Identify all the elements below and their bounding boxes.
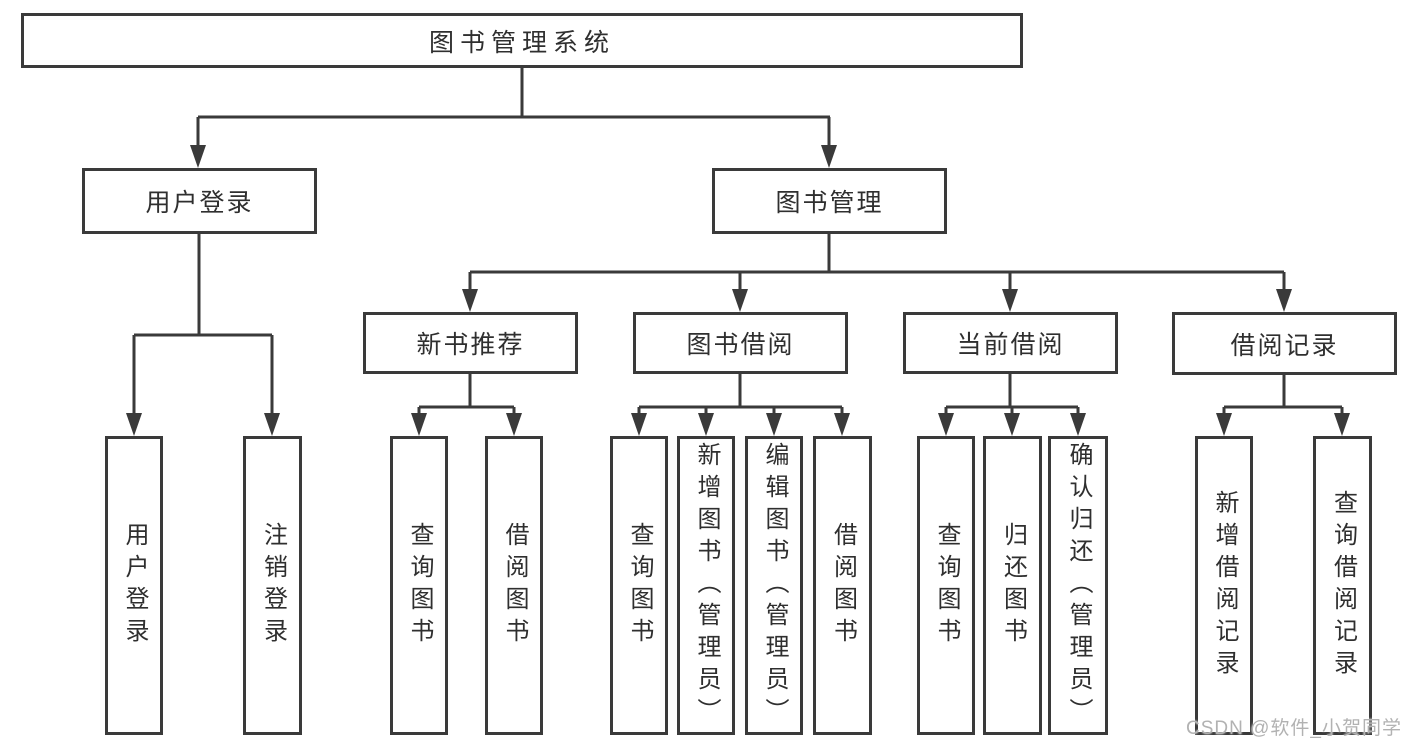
node-book-management: 图书管理 [712, 168, 947, 234]
leaf-cb-confirm-return-admin: 确认归还（管理员） [1048, 436, 1108, 735]
leaf-nbr-borrow-books: 借阅图书 [485, 436, 543, 735]
node-borrow-records: 借阅记录 [1172, 312, 1397, 375]
leaf-bb-borrow-books: 借阅图书 [813, 436, 872, 735]
node-borrow-records-label: 借阅记录 [1230, 331, 1339, 360]
node-book-management-label: 图书管理 [775, 189, 884, 217]
leaf-br-add-record: 新增借阅记录 [1195, 436, 1253, 735]
leaf-cb-confirm-return-admin-label: 确认归还（管理员） [1065, 441, 1092, 730]
node-root-label: 图书管理系统 [428, 28, 615, 57]
leaf-bb-borrow-books-label: 借阅图书 [829, 521, 857, 650]
leaf-br-query-record: 查询借阅记录 [1313, 436, 1372, 735]
node-user-login: 用户登录 [82, 168, 317, 234]
leaf-bb-add-books-admin: 新增图书（管理员） [677, 436, 735, 735]
leaf-br-add-record-label: 新增借阅记录 [1211, 489, 1238, 682]
leaf-bb-query-books: 查询图书 [610, 436, 668, 735]
node-current-borrow: 当前借阅 [903, 312, 1118, 374]
leaf-cb-return-books: 归还图书 [983, 436, 1042, 735]
leaf-bb-query-books-label: 查询图书 [626, 521, 653, 650]
node-root: 图书管理系统 [21, 13, 1023, 68]
node-user-login-label: 用户登录 [145, 189, 254, 217]
leaf-bb-edit-books-admin-label: 编辑图书（管理员） [761, 441, 788, 730]
leaf-nbr-query-books-label: 查询图书 [406, 521, 433, 650]
leaf-cb-query-books: 查询图书 [917, 436, 975, 735]
arrowheads [126, 145, 1350, 436]
leaf-bb-add-books-admin-label: 新增图书（管理员） [693, 441, 720, 730]
node-new-book-recommend-label: 新书推荐 [416, 331, 525, 359]
node-current-borrow-label: 当前借阅 [956, 331, 1065, 359]
node-book-borrow-label: 图书借阅 [686, 331, 795, 359]
leaf-bb-edit-books-admin: 编辑图书（管理员） [745, 436, 803, 735]
node-book-borrow: 图书借阅 [633, 312, 848, 374]
leaf-user-login-label: 用户登录 [121, 521, 148, 650]
leaf-cb-query-books-label: 查询图书 [933, 521, 960, 650]
csdn-watermark: CSDN @软件_小贺同学 [1186, 718, 1402, 739]
leaf-logout-label: 注销登录 [259, 521, 287, 650]
leaf-nbr-query-books: 查询图书 [390, 436, 448, 735]
node-new-book-recommend: 新书推荐 [363, 312, 578, 374]
leaf-logout: 注销登录 [243, 436, 302, 735]
leaf-br-query-record-label: 查询借阅记录 [1329, 489, 1357, 682]
leaf-nbr-borrow-books-label: 借阅图书 [501, 521, 528, 650]
leaf-user-login: 用户登录 [105, 436, 163, 735]
leaf-cb-return-books-label: 归还图书 [999, 521, 1027, 650]
